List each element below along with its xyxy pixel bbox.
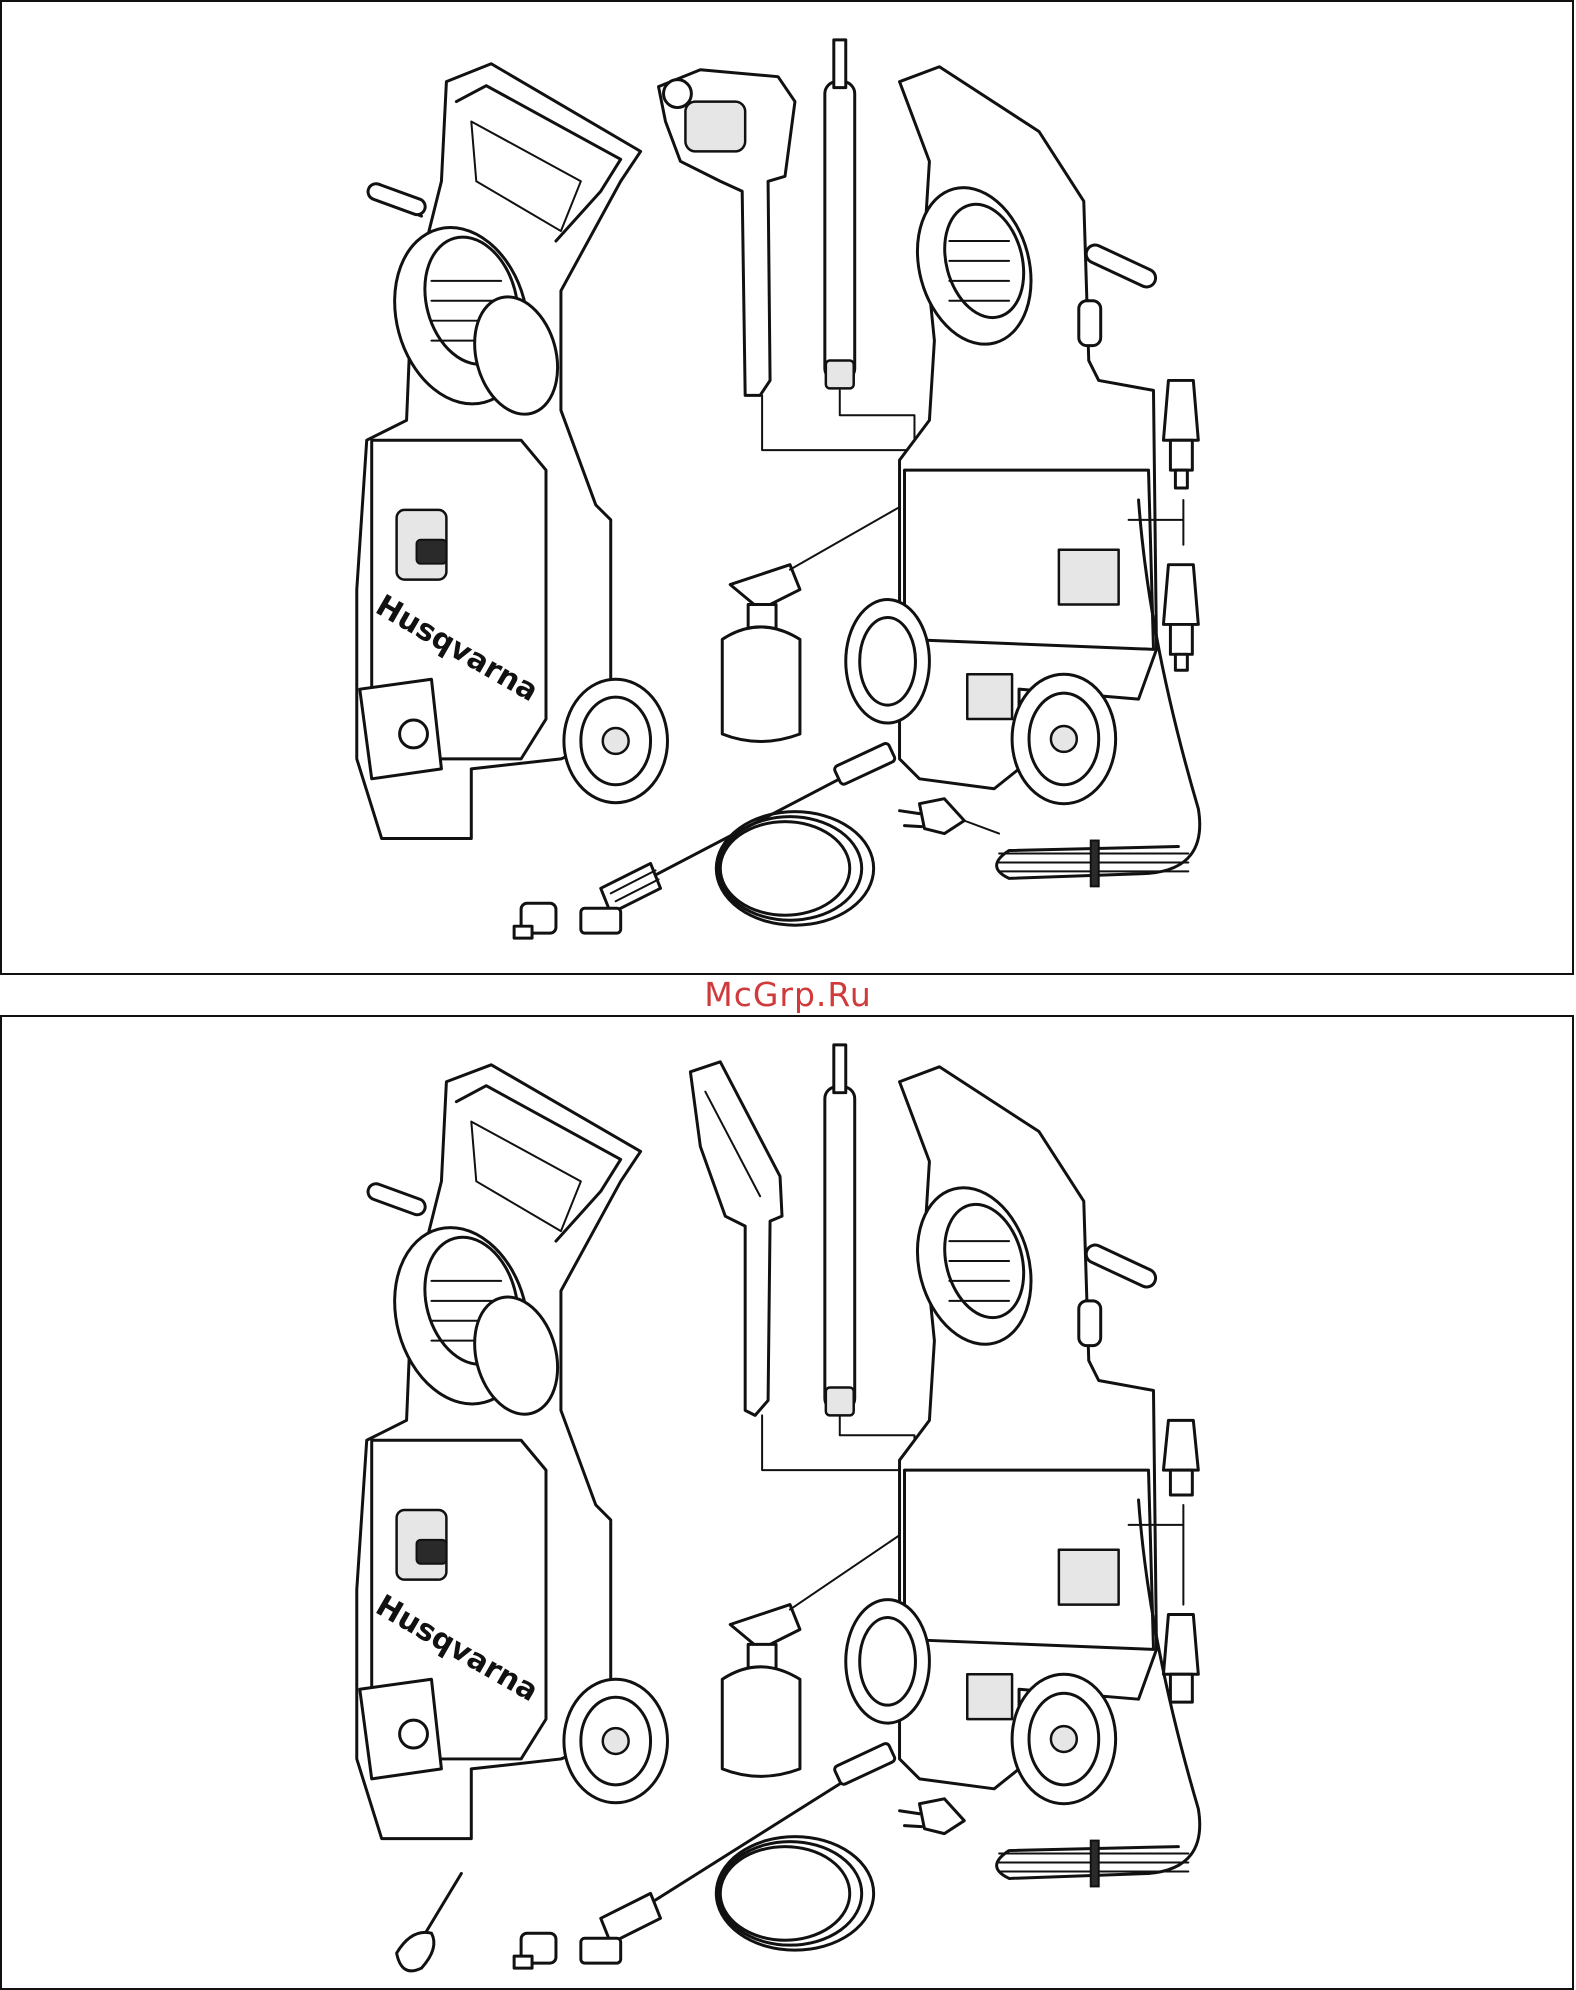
screwdriver: [397, 1873, 462, 1970]
illustration-panel-bottom: Husqvarna: [0, 1015, 1574, 1990]
pressure-washer-kit-illustration-bottom: Husqvarna: [2, 1017, 1572, 1988]
pressure-washer-kit-illustration-top: Husqvarna: [2, 2, 1572, 973]
pressure-washer-rear-view: [846, 67, 1200, 887]
spray-gun: [690, 1062, 782, 1416]
pressure-washer-front-view: Husqvarna: [357, 64, 668, 839]
lance: [825, 1045, 855, 1415]
pressure-washer-front-view: Husqvarna: [357, 1065, 668, 1839]
pressure-washer-rear-view: [846, 1067, 1200, 1887]
hose-adapter: [514, 903, 556, 938]
illustration-panel-top: Husqvarna: [0, 0, 1574, 975]
lance: [825, 40, 855, 389]
hose-adapter: [514, 1933, 556, 1968]
spray-gun: [659, 70, 795, 396]
watermark: McGrp.Ru: [0, 972, 1576, 1018]
